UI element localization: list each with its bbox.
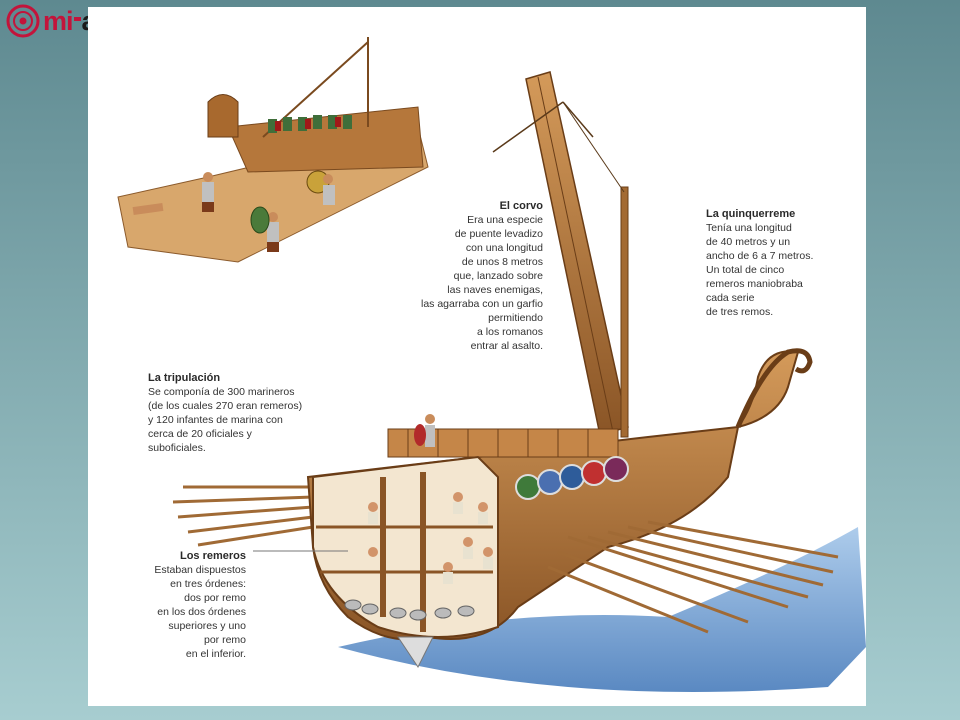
- illustration-panel: El corvo Era una especie de puente levad…: [88, 7, 866, 706]
- quinquerreme-line: Tenía una longitud: [706, 222, 792, 234]
- tripulacion-line: y 120 infantes de marina con: [148, 414, 283, 426]
- label-quinquerreme: La quinquerreme Tenía una longitud de 40…: [706, 207, 856, 319]
- corvo-line: con una longitud: [465, 242, 543, 254]
- ship-hull: [306, 348, 813, 668]
- tripulacion-line: (de los cuales 270 eran remeros): [148, 400, 303, 412]
- quinquerreme-line: Un total de cinco: [706, 264, 785, 276]
- corvo-line: de unos 8 metros: [461, 256, 543, 268]
- quinquerreme-line: ancho de 6 a 7 metros.: [706, 250, 814, 262]
- quinquerreme-line: de tres remos.: [706, 306, 774, 318]
- label-remeros: Los remeros Estaban dispuestos en tres ó…: [138, 549, 246, 661]
- remeros-line: en tres órdenes:: [170, 578, 246, 590]
- label-tripulacion: La tripulación Se componía de 300 marine…: [148, 371, 338, 455]
- corvo-line: Era una especie: [467, 214, 543, 226]
- quinquerreme-illustration: [117, 37, 866, 692]
- logo-badge-icon: [6, 4, 40, 38]
- tripulacion-line: Se componía de 300 marineros: [148, 386, 295, 398]
- remeros-line: por remo: [203, 634, 246, 646]
- oars-left: [172, 485, 314, 547]
- corvo-title: El corvo: [499, 200, 543, 212]
- tripulacion-line: cerca de 20 oficiales y: [148, 428, 252, 440]
- remeros-line: dos por remo: [184, 592, 246, 604]
- quinquerreme-line: cada serie: [706, 292, 755, 304]
- corvo-line: entrar al asalto.: [470, 340, 543, 352]
- quinquerreme-title: La quinquerreme: [706, 208, 796, 220]
- boarding-scene-inset: [117, 37, 429, 263]
- logo-dash: [73, 16, 81, 21]
- label-corvo: El corvo Era una especie de puente levad…: [358, 199, 543, 353]
- corvo-line: permitiendo: [488, 312, 543, 324]
- sea-water: [338, 527, 866, 692]
- corvo-line: las naves enemigas,: [447, 284, 543, 296]
- remeros-line: en el inferior.: [185, 648, 246, 660]
- quinquerreme-line: de 40 metros y un: [706, 236, 791, 248]
- rigging: [562, 101, 625, 193]
- mast: [620, 186, 629, 438]
- corvo-line: de puente levadizo: [454, 228, 543, 240]
- remeros-line: superiores y uno: [168, 620, 246, 632]
- oars-right: [547, 520, 839, 634]
- tripulacion-title: La tripulación: [148, 372, 221, 384]
- remeros-line: en los dos órdenes: [157, 606, 246, 618]
- corvo-line: a los romanos: [477, 326, 543, 338]
- remeros-line: Estaban dispuestos: [154, 564, 246, 576]
- quinquerreme-line: remeros maniobraba: [706, 278, 803, 290]
- tripulacion-line: suboficiales.: [148, 442, 206, 454]
- logo-text-mi: mi: [43, 5, 73, 36]
- remeros-title: Los remeros: [179, 550, 246, 562]
- corvo-line: que, lanzado sobre: [453, 270, 543, 282]
- corvo-line: las agarraba con un garfio: [421, 298, 543, 310]
